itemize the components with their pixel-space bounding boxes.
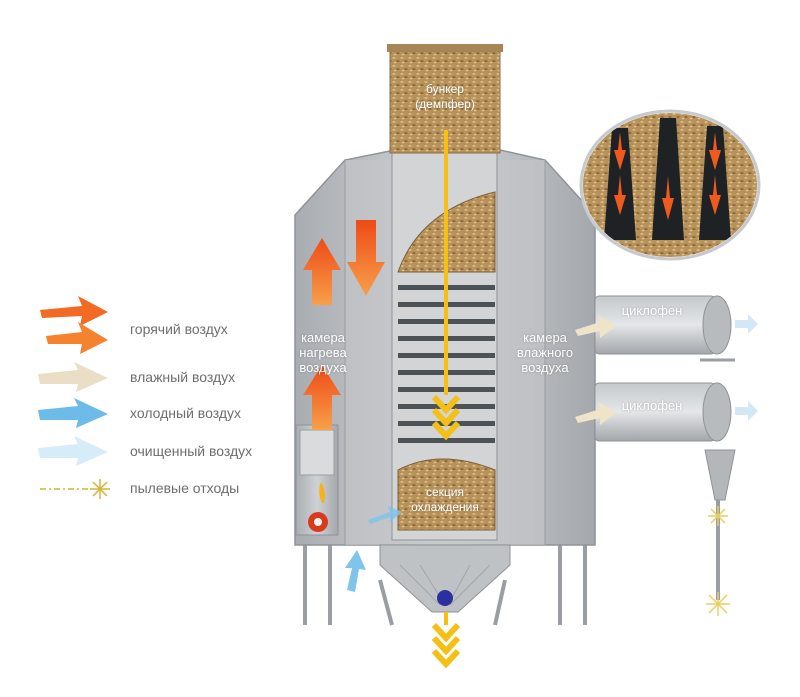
- legend-item-purified-air: очищенный воздух: [30, 438, 290, 466]
- humid-air-arrows: [575, 315, 616, 425]
- cyclofan-top-label: циклофен: [621, 303, 683, 318]
- legend-item-cold-air: холодный воздух: [30, 400, 290, 428]
- grain-flow-arrow: [431, 130, 461, 669]
- legend-text: пылевые отходы: [130, 480, 240, 496]
- cold-air-arrows: [345, 506, 402, 592]
- wet-air-chamber-label: камера влажного воздуха: [516, 330, 574, 375]
- burner-unit: [295, 424, 339, 536]
- legend-text: очищенный воздух: [130, 443, 253, 459]
- legend-icons: [38, 296, 110, 499]
- purified-air-arrows: [735, 314, 758, 421]
- cyclofan-units: [594, 295, 736, 600]
- cooling-section-label: секция охлаждения: [411, 485, 479, 514]
- hot-air-arrows: [303, 220, 385, 430]
- dust-waste-icon: [40, 479, 110, 499]
- humid-air-arrow-icon: [38, 362, 108, 392]
- legend-text: горячий воздух: [130, 321, 228, 337]
- hot-air-arrows-icon: [40, 296, 108, 354]
- purified-air-arrow-icon: [38, 436, 108, 466]
- dust-waste-marks: [706, 506, 730, 616]
- cold-air-arrow-icon: [38, 398, 108, 428]
- support-legs: [303, 540, 587, 626]
- legend-text: влажный воздух: [130, 369, 236, 385]
- bunker-label: бункер (демпфер): [415, 82, 475, 111]
- discharge-hopper: [379, 544, 511, 613]
- cooling-grain: [397, 458, 496, 531]
- grain-closeup-lens: [579, 109, 761, 261]
- legend-item-dust-waste: пылевые отходы: [30, 475, 290, 503]
- legend-item-hot-air: горячий воздух: [30, 316, 290, 344]
- legend-text: холодный воздух: [130, 405, 241, 421]
- heating-chamber-label: камера нагрева воздуха: [299, 330, 347, 375]
- cyclofan-bottom-label: циклофен: [621, 398, 683, 413]
- legend-item-humid-air: влажный воздух: [30, 364, 290, 392]
